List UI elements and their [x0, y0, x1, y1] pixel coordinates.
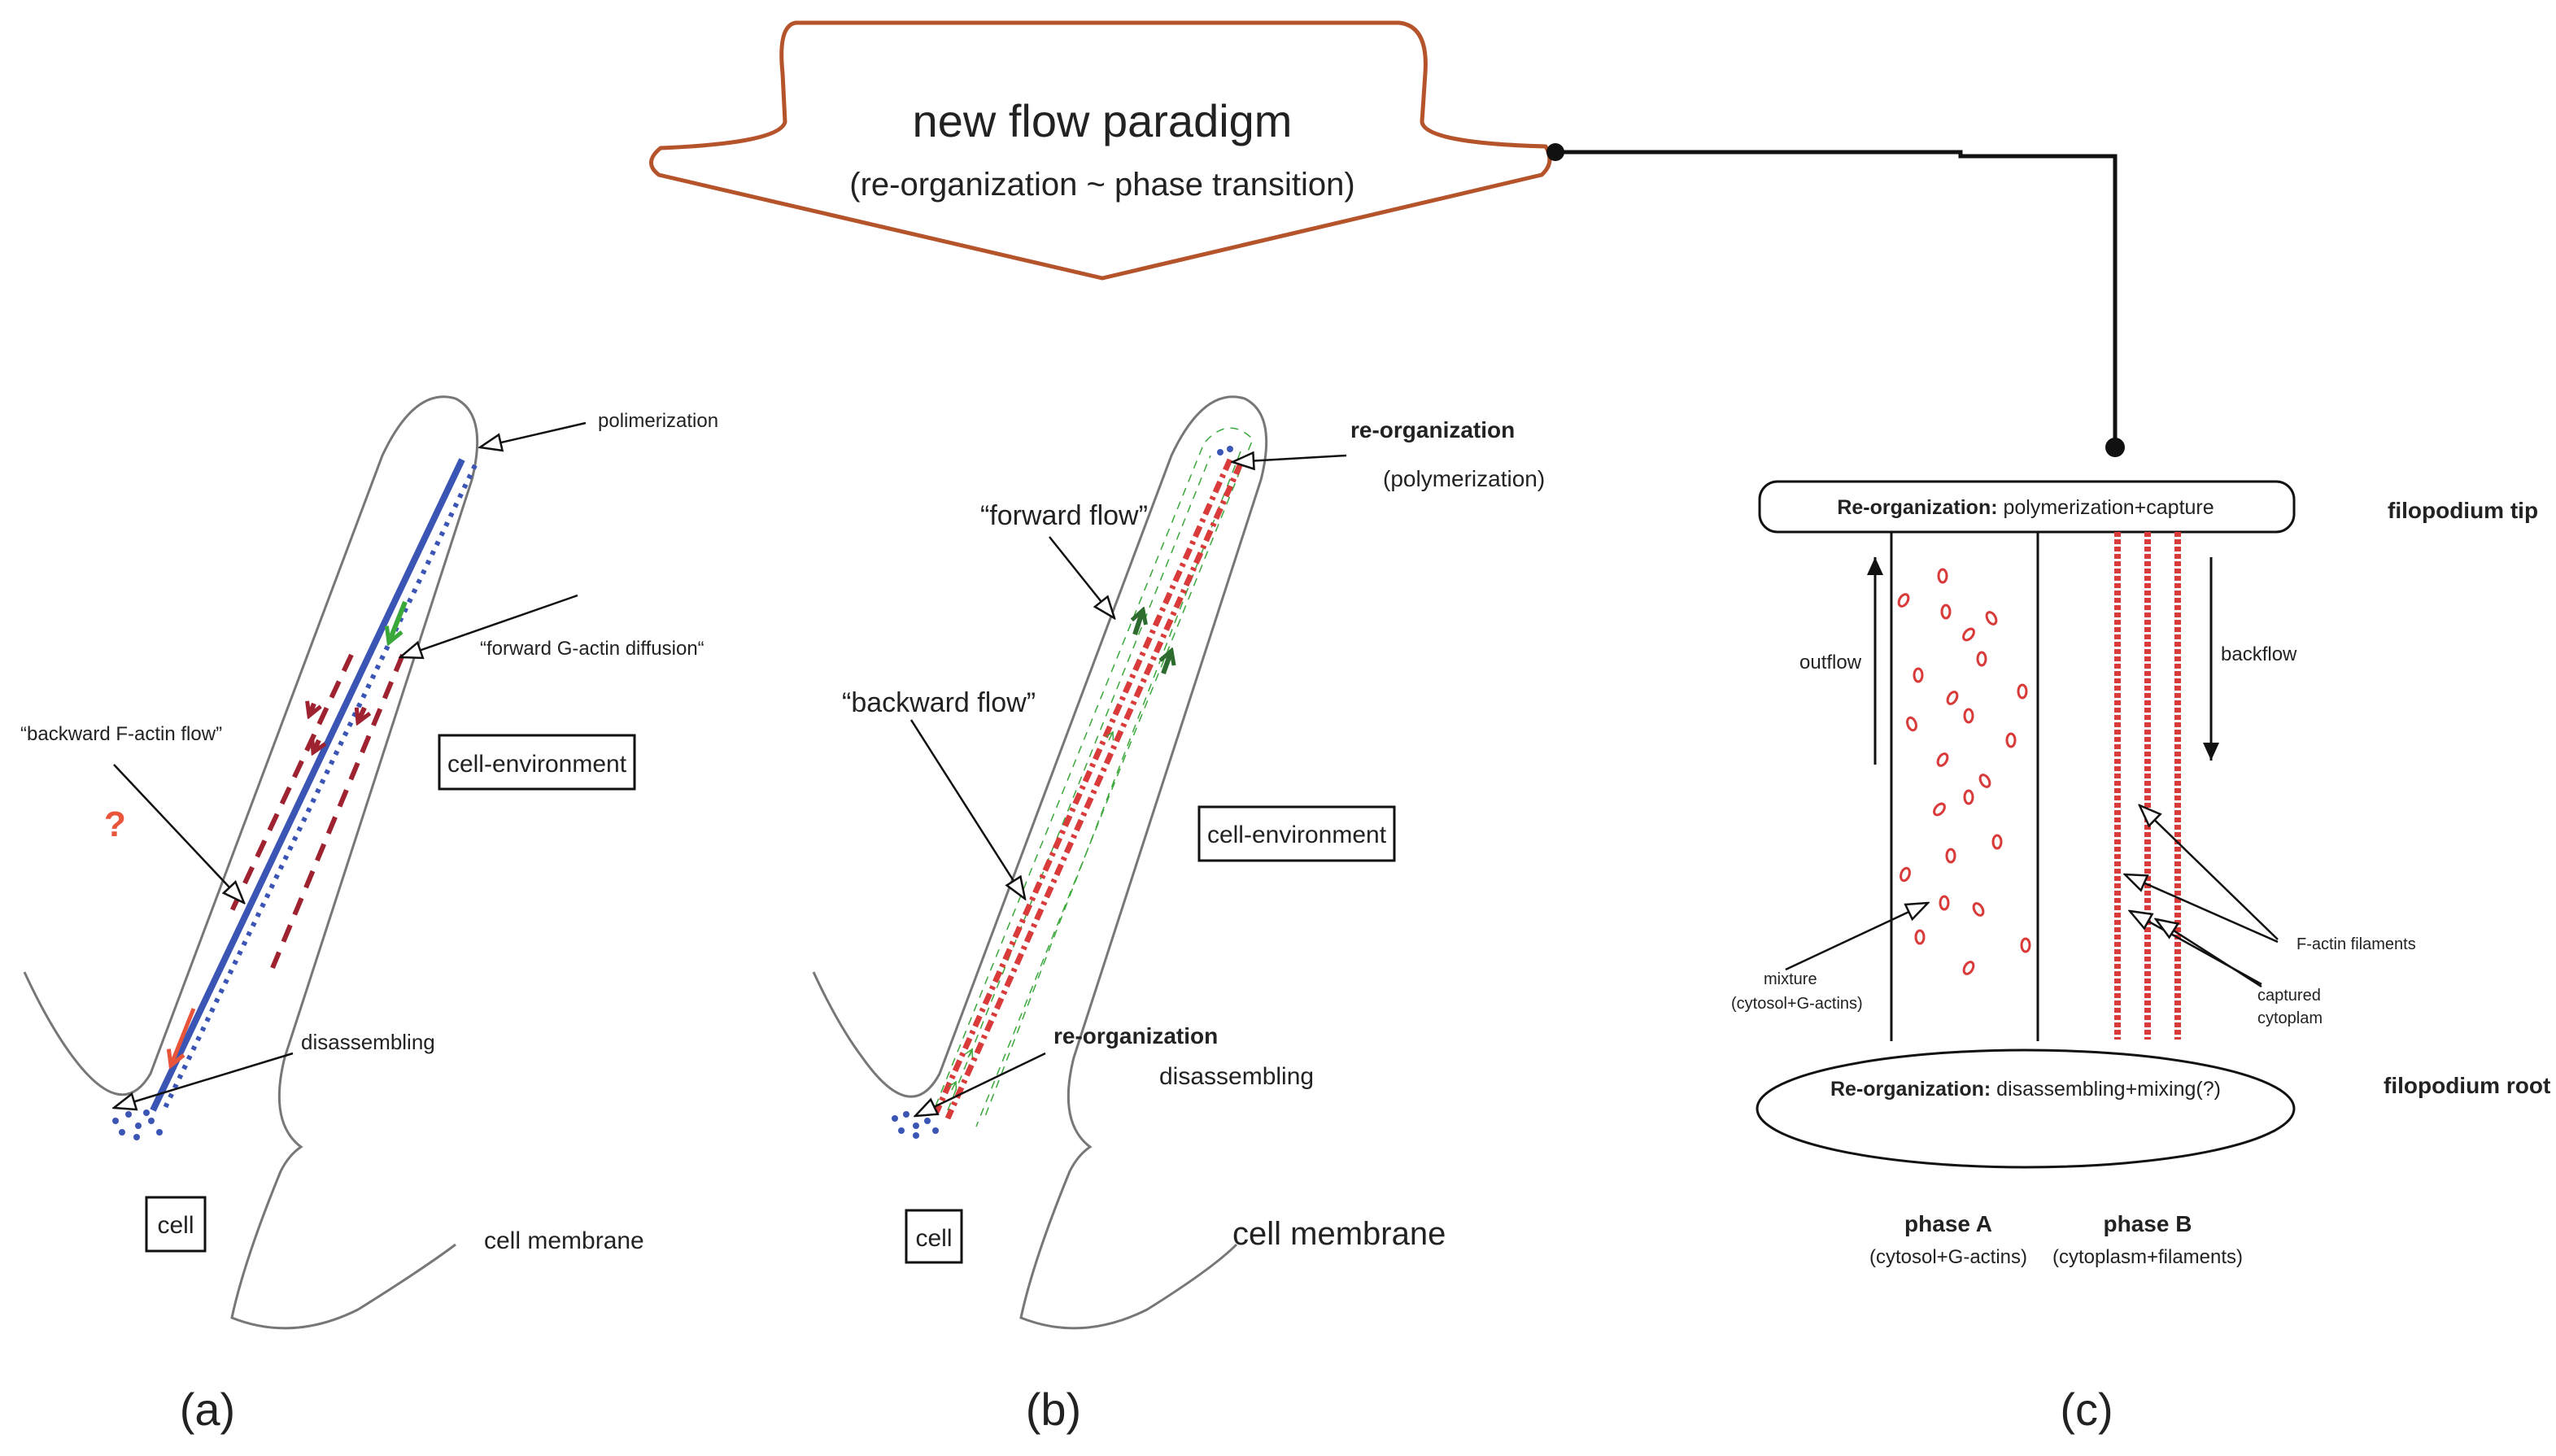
bottom-box-normal: disassembling+mixing(?): [1991, 1078, 2221, 1101]
panel-b-label: (b): [1026, 1384, 1081, 1435]
bottom-ellipse-text: Re-organization: disassembling+mixing(?): [1830, 1078, 2221, 1101]
label-reorg-top-b: re-organization: [1350, 417, 1515, 442]
label-factin-filaments: F-actin filaments: [2296, 935, 2416, 953]
top-box-text: Re-organization: polymerization+capture: [1837, 496, 2214, 519]
cell-box-a: [145, 1196, 207, 1253]
panel-c-label: (c): [2060, 1384, 2113, 1435]
label-cell-environment-a: cell-environment: [447, 751, 627, 778]
question-mark: ?: [104, 804, 126, 844]
label-filopodium-tip: filopodium tip: [2388, 498, 2538, 523]
cell-environment-box-b: [1197, 805, 1396, 862]
label-disassembling-b: disassembling: [1159, 1063, 1314, 1090]
label-cell-membrane-a: cell membrane: [484, 1227, 644, 1254]
label-polymerization-b: (polymerization): [1383, 466, 1545, 491]
top-reorg-box: [1758, 480, 2296, 534]
label-phase-a-sub: (cytosol+G-actins): [1869, 1246, 2027, 1268]
label-polimerization: polimerization: [598, 410, 718, 432]
label-captured-sub: cytoplam: [2257, 1009, 2323, 1027]
label-filopodium-root: filopodium root: [2384, 1073, 2550, 1098]
panel-c: [1756, 480, 2296, 1169]
label-cell-environment-b: cell-environment: [1207, 822, 1387, 848]
top-box-normal: polymerization+capture: [1998, 496, 2214, 519]
panel-a-label: (a): [180, 1384, 235, 1435]
header-subtitle: (re-organization ~ phase transition): [849, 167, 1354, 203]
bottom-reorg-ellipse: [1756, 1048, 2296, 1169]
label-outflow: outflow: [1799, 652, 1862, 674]
label-mixture: mixture: [1764, 970, 1817, 988]
cell-membrane-outline-a: [23, 395, 479, 1330]
label-cell-a: cell: [157, 1212, 194, 1239]
cell-environment-box-a: [438, 734, 636, 791]
header-title: new flow paradigm: [913, 95, 1293, 146]
label-phase-a: phase A: [1904, 1211, 1992, 1236]
top-box-bold: Re-organization:: [1837, 496, 1997, 519]
label-captured: captured: [2257, 987, 2321, 1005]
bottom-box-bold: Re-organization:: [1830, 1078, 1991, 1101]
cell-membrane-outline-b: [812, 395, 1268, 1330]
label-backflow: backflow: [2221, 643, 2297, 665]
label-backward-factin-flow: “backward F-actin flow”: [20, 723, 222, 745]
panel-b: [812, 395, 1396, 1330]
connector-line: [1546, 143, 2125, 457]
label-disassembling-a: disassembling: [301, 1030, 435, 1054]
label-phase-b: phase B: [2104, 1211, 2192, 1236]
label-reorg-bottom-b: re-organization: [1053, 1023, 1218, 1048]
label-phase-b-sub: (cytoplasm+filaments): [2052, 1246, 2243, 1268]
label-mixture-sub: (cytosol+G-actins): [1731, 995, 1863, 1013]
label-backward-flow: “backward flow”: [842, 687, 1036, 718]
label-cell-membrane-b: cell membrane: [1232, 1216, 1446, 1252]
panel-a: [23, 395, 636, 1330]
label-forward-diffusion: “forward G-actin diffusion“: [480, 638, 704, 660]
header-arrow: [649, 20, 1552, 281]
label-forward-flow: “forward flow”: [980, 500, 1148, 531]
label-cell-b: cell: [915, 1225, 952, 1252]
cell-box-b: [905, 1209, 963, 1264]
